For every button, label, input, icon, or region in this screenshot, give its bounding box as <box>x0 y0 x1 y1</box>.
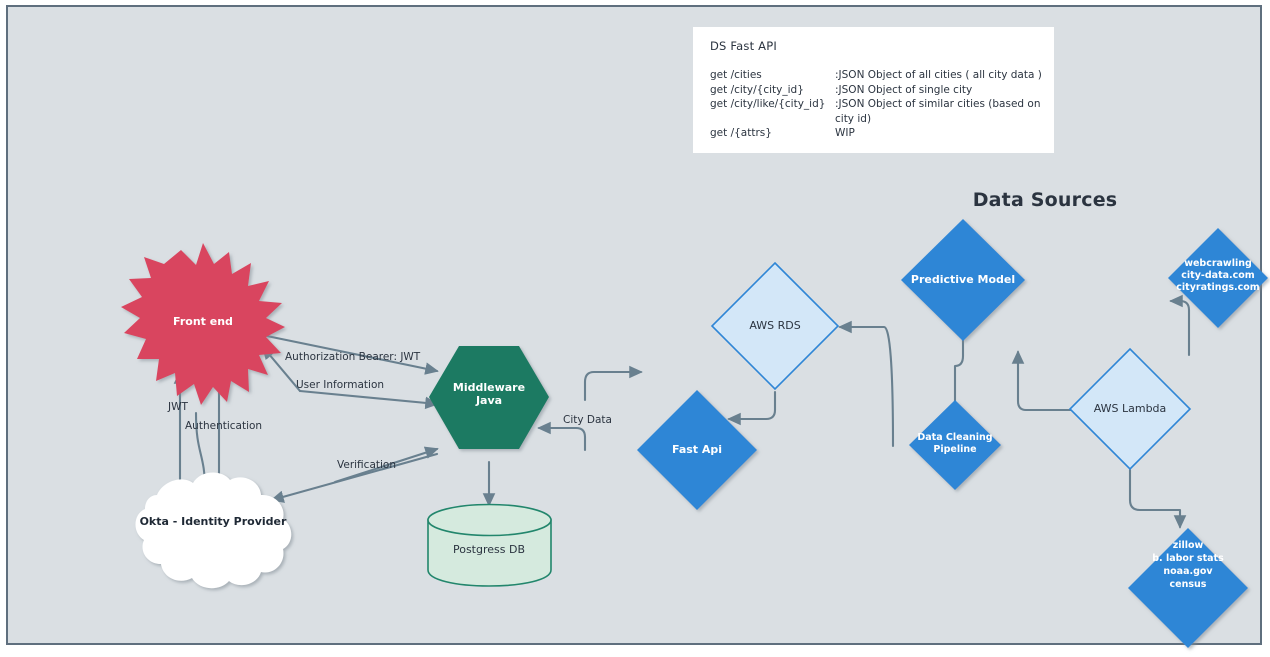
api-endpoint-path: get /city/like/{city_id} <box>710 98 826 110</box>
edge-label-user-information: User Information <box>296 379 385 391</box>
api-endpoint-path: get /{attrs} <box>710 127 772 139</box>
api-endpoint-row: get /cities :JSON Object of all cities (… <box>710 68 1054 83</box>
edge-label-authentication: Authentication <box>185 420 263 432</box>
ds-fast-api-card: DS Fast API get /cities :JSON Object of … <box>693 27 1054 153</box>
api-card-title: DS Fast API <box>710 39 777 53</box>
edge-label-city-data: City Data <box>563 414 612 426</box>
edge-label-auth-bearer-jwt: Authorization Bearer: JWT <box>285 351 421 363</box>
api-endpoint-description: :JSON Object of similar cities (based on… <box>835 98 1041 125</box>
api-endpoint-row: get /{attrs} WIP <box>710 126 1054 141</box>
data-sources-title: Data Sources <box>972 189 1118 211</box>
api-endpoint-description: WIP <box>835 127 855 139</box>
edge-label-verification: Verification <box>337 459 396 471</box>
api-endpoint-path: get /cities <box>710 69 762 81</box>
api-endpoint-list: get /cities :JSON Object of all cities (… <box>710 68 1054 141</box>
api-endpoint-path: get /city/{city_id} <box>710 83 804 96</box>
api-endpoint-row: get /city/like/{city_id} :JSON Object of… <box>710 97 1054 126</box>
api-endpoint-row: get /city/{city_id} :JSON Object of sing… <box>710 83 1054 98</box>
api-endpoint-description: :JSON Object of all cities ( all city da… <box>835 69 1042 81</box>
diagram-board <box>6 5 1262 645</box>
api-endpoint-description: :JSON Object of single city <box>835 83 973 96</box>
edge-label-jwt: JWT <box>168 401 188 413</box>
